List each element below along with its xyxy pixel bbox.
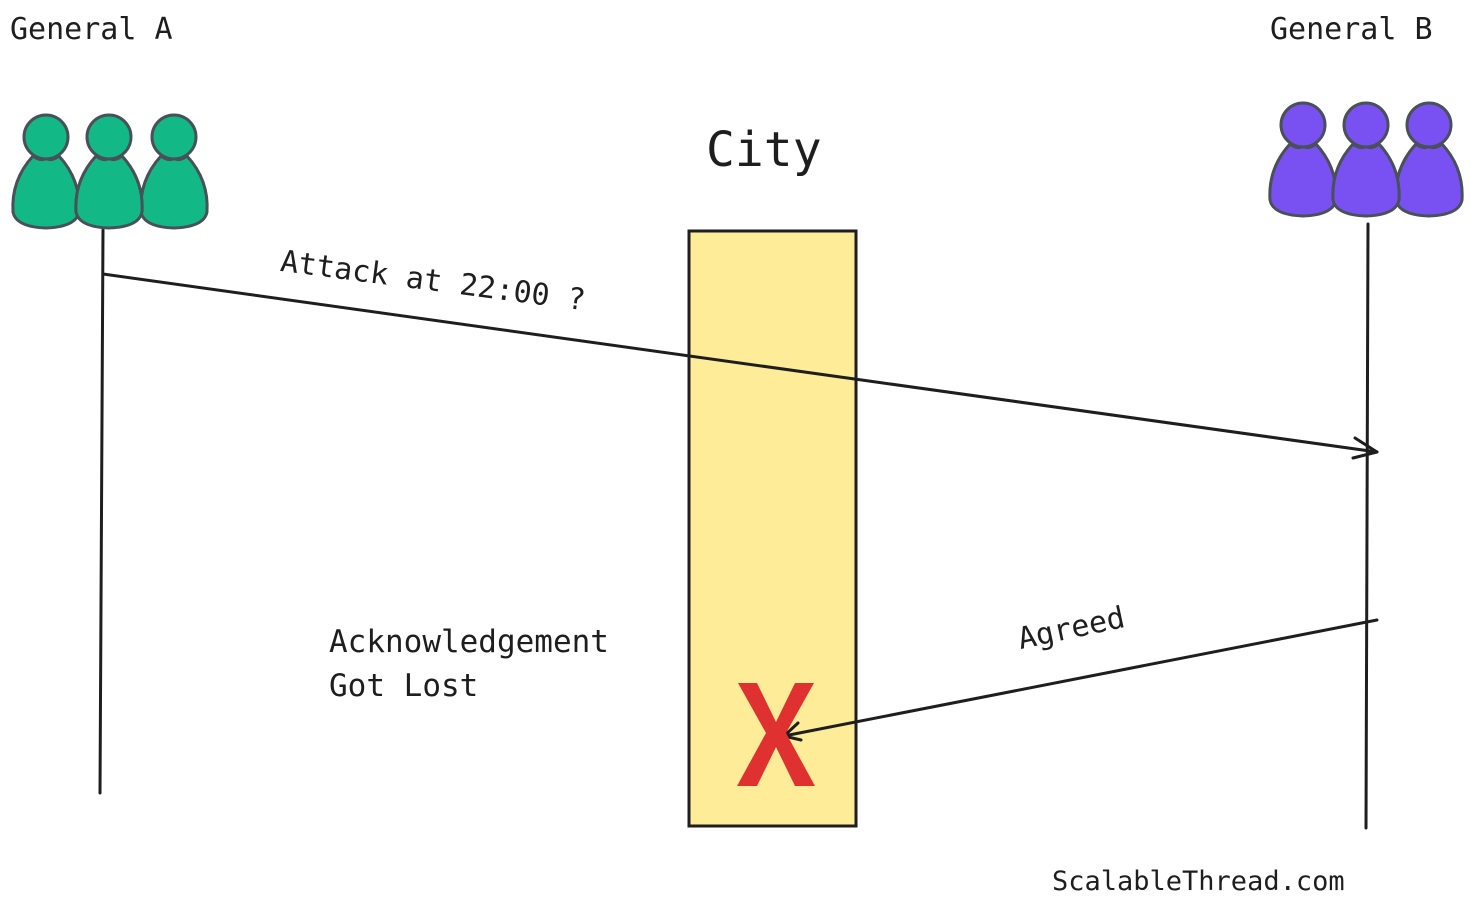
- lifeline-general-a: [98, 228, 105, 795]
- lost-annotation-line2: Got Lost: [329, 668, 479, 704]
- participant-label-general-b: General B: [1270, 12, 1433, 47]
- lost-annotation-line1: Acknowledgement: [329, 624, 609, 660]
- participant-label-general-a: General A: [10, 12, 173, 47]
- lost-x-icon: [737, 683, 815, 786]
- general-a-icon: [11, 113, 209, 230]
- city-title: City: [706, 122, 822, 178]
- lifeline-general-b: [1364, 222, 1370, 830]
- message-arrow-attack: [101, 272, 1379, 460]
- general-b-icon: [1268, 101, 1464, 218]
- credit-text: ScalableThread.com: [1052, 866, 1345, 897]
